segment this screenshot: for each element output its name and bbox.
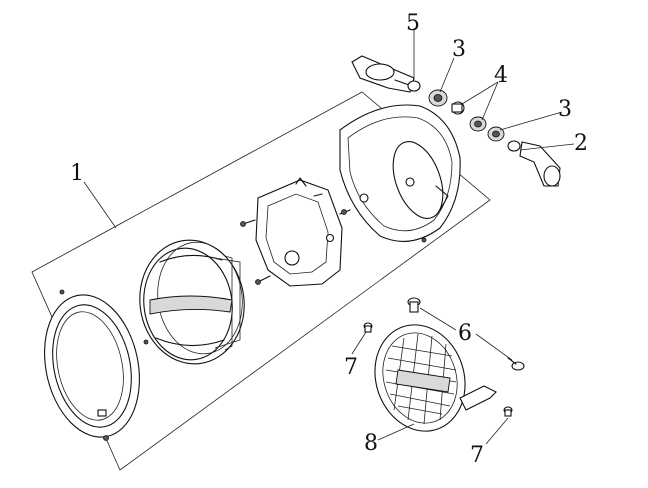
screw-6b bbox=[507, 357, 525, 371]
clip-7b bbox=[503, 406, 513, 417]
rubber-bushing-3b bbox=[487, 126, 505, 142]
mounting-bracket bbox=[255, 177, 343, 287]
callout-5: 5 bbox=[406, 11, 420, 36]
bracket-screws bbox=[240, 209, 427, 285]
callout-7-right: 7 bbox=[470, 443, 484, 468]
callout-8: 8 bbox=[364, 431, 378, 456]
left-mount-arm bbox=[351, 55, 415, 93]
callout-2: 2 bbox=[574, 131, 588, 156]
right-mount-arm bbox=[519, 141, 561, 187]
trim-ring bbox=[44, 289, 149, 441]
screw-6a bbox=[407, 297, 421, 313]
rubber-bushing-3a bbox=[428, 89, 448, 107]
callout-7-left: 7 bbox=[344, 355, 358, 380]
rubber-bushing-4b bbox=[469, 116, 487, 132]
spacer-washer-5 bbox=[407, 80, 421, 92]
headlight-grille bbox=[374, 324, 497, 432]
clip-7a bbox=[363, 322, 373, 333]
callout-1: 1 bbox=[70, 161, 84, 186]
collar-4a bbox=[451, 101, 465, 115]
headlight-housing bbox=[339, 104, 461, 242]
callout-3-right: 3 bbox=[558, 97, 572, 122]
callout-3-upper: 3 bbox=[452, 37, 466, 62]
callout-6: 6 bbox=[458, 321, 472, 346]
washer-3b bbox=[507, 140, 521, 152]
headlamp-unit bbox=[139, 239, 245, 365]
leader-lines bbox=[83, 28, 575, 445]
callout-4: 4 bbox=[494, 63, 508, 88]
